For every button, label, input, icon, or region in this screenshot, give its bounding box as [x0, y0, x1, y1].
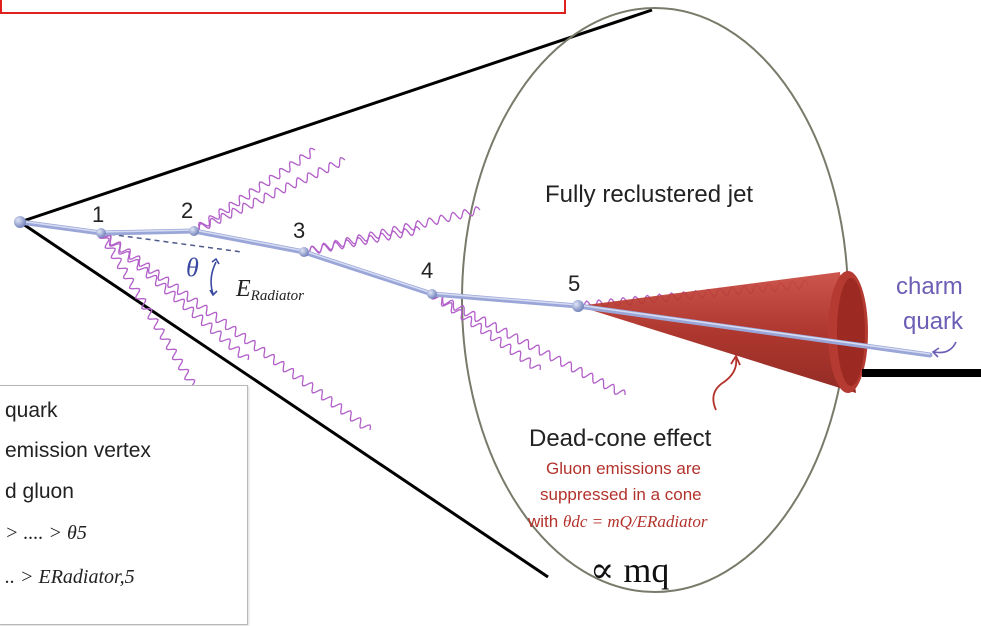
legend-quark: quark: [5, 399, 58, 422]
deadcone-arrow-icon: [712, 354, 741, 411]
gluon-line: [430, 293, 542, 371]
vertex-label-3: 3: [293, 218, 305, 243]
dead-cone-base-inner: [837, 278, 865, 386]
legend-energy-ordering: .. > ERadiator,5: [5, 566, 135, 588]
vertex-4: [427, 289, 437, 299]
origin-vertex: [14, 216, 26, 228]
legend-gluon: d gluon: [5, 480, 74, 503]
vertex-3: [299, 247, 309, 257]
gluon-line: [303, 206, 481, 256]
jet-boundary-bottom: [19, 220, 549, 579]
highlight-box: [0, 0, 566, 14]
gluon-line: [98, 232, 208, 406]
deadcone-desc-1: Gluon emissions are: [546, 459, 701, 478]
vertex-5: [572, 300, 584, 312]
gluon-line: [303, 225, 421, 257]
deadcone-formula: with θdc = mQ/ERadiator: [527, 512, 708, 531]
dead-cone: [578, 272, 856, 393]
deadcone-title: Dead-cone effect: [529, 425, 712, 452]
deadcone-desc-2: suppressed in a cone: [540, 485, 702, 504]
theta-arrow-icon: [209, 257, 220, 297]
gluon-line: [193, 147, 316, 234]
vertex-label-1: 1: [92, 202, 104, 227]
vertex-1: [96, 228, 106, 238]
vertex-label-5: 5: [568, 271, 580, 296]
charm-label-line1: charm: [896, 273, 963, 300]
legend-box: quark emission vertex d gluon > .... > θ…: [0, 385, 248, 625]
black-bar: [862, 369, 981, 377]
gluon-line: [99, 232, 250, 361]
theta-label: θ: [186, 253, 199, 282]
e-radiator-label: ERadiator: [235, 276, 304, 304]
vertex-label-2: 2: [181, 198, 193, 223]
legend-theta-ordering: > .... > θ5: [5, 522, 87, 544]
vertex-label-4: 4: [421, 258, 433, 283]
legend-emission-vertex: emission vertex: [5, 439, 151, 462]
charm-label-line2: quark: [903, 308, 964, 335]
proportional-mq: ∝ mq: [590, 550, 669, 590]
gluon-line: [431, 293, 626, 396]
vertex-2: [189, 226, 199, 236]
jet-boundary-top: [19, 8, 653, 224]
gluon-line: [193, 156, 346, 235]
jet-label: Fully reclustered jet: [545, 181, 753, 208]
theta-reference-line: [100, 232, 243, 253]
gluon-line: [99, 232, 372, 431]
charm-arrow-icon: [931, 341, 957, 358]
